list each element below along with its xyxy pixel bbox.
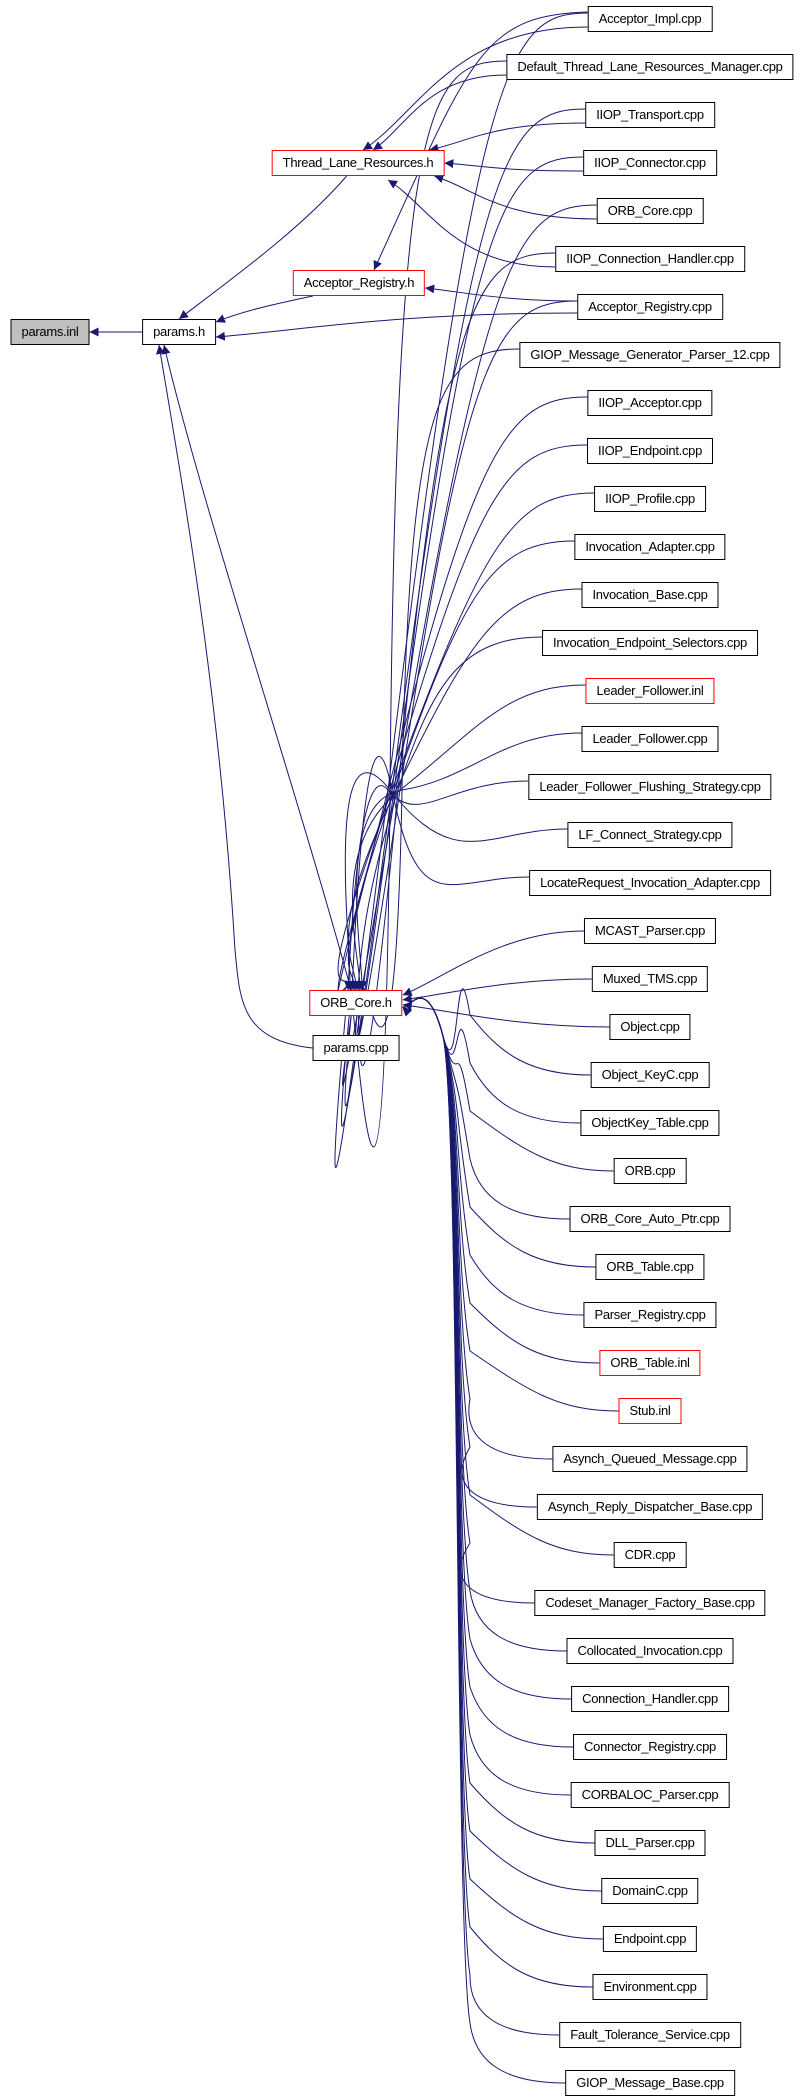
include-edge	[402, 988, 591, 1076]
include-edge	[215, 295, 313, 323]
include-edge	[344, 780, 529, 991]
node-includer-file[interactable]: Invocation_Endpoint_Selectors.cpp	[542, 630, 758, 656]
node-includer-file[interactable]: ORB_Table.cpp	[595, 1254, 705, 1280]
include-edge	[373, 11, 588, 271]
node-includer-file[interactable]: GIOP_Message_Generator_Parser_12.cpp	[519, 342, 781, 368]
node-includer-file[interactable]: DomainC.cpp	[601, 1878, 699, 1904]
node-includer-file[interactable]: ORB_Core.cpp	[596, 198, 704, 224]
include-edge	[402, 1001, 610, 1028]
node-includer-file[interactable]: CDR.cpp	[613, 1542, 687, 1568]
node-thread-lane-resources-h[interactable]: Thread_Lane_Resources.h	[271, 150, 445, 176]
include-edge	[425, 284, 578, 302]
node-includer-file[interactable]: LF_Connect_Strategy.cpp	[567, 822, 733, 848]
node-includer-file[interactable]: Collocated_Invocation.cpp	[566, 1638, 734, 1664]
include-edge	[402, 997, 584, 1316]
include-edge	[434, 174, 597, 220]
node-includer-file[interactable]: GIOP_Message_Base.cpp	[565, 2070, 735, 2096]
node-params-h[interactable]: params.h	[142, 319, 216, 345]
include-edge	[344, 772, 568, 991]
include-edge	[444, 159, 584, 172]
include-edge	[348, 755, 530, 991]
node-params-inl[interactable]: params.inl	[10, 319, 90, 345]
node-includer-file[interactable]: Invocation_Adapter.cpp	[574, 534, 726, 560]
include-edge	[402, 997, 574, 1748]
include-edge	[402, 997, 600, 1364]
node-includer-file[interactable]: Codeset_Manager_Factory_Base.cpp	[534, 1590, 766, 1616]
node-includer-file[interactable]: Fault_Tolerance_Service.cpp	[559, 2022, 741, 2048]
node-params-cpp[interactable]: params.cpp	[312, 1035, 400, 1061]
node-includer-file[interactable]: Object.cpp	[609, 1014, 691, 1040]
node-includer-file[interactable]: Endpoint.cpp	[602, 1926, 698, 1952]
node-includer-file[interactable]: Connector_Registry.cpp	[573, 1734, 727, 1760]
node-includer-file[interactable]: Leader_Follower_Flushing_Strategy.cpp	[528, 774, 772, 800]
node-includer-file[interactable]: CORBALOC_Parser.cpp	[570, 1782, 730, 1808]
include-edge	[156, 344, 313, 1049]
node-includer-file[interactable]: DLL_Parser.cpp	[594, 1830, 706, 1856]
include-edge	[402, 997, 602, 1892]
include-edge	[161, 344, 352, 991]
node-includer-file[interactable]: Object_KeyC.cpp	[590, 1062, 710, 1088]
include-edge	[334, 396, 588, 1010]
node-includer-file[interactable]: IIOP_Endpoint.cpp	[586, 438, 714, 464]
node-includer-file[interactable]: Environment.cpp	[592, 1974, 708, 2000]
node-includer-file[interactable]: LocateRequest_Invocation_Adapter.cpp	[529, 870, 771, 896]
node-includer-file[interactable]: Asynch_Reply_Dispatcher_Base.cpp	[536, 1494, 764, 1520]
node-includer-file[interactable]: Muxed_TMS.cpp	[591, 966, 709, 992]
include-edge	[429, 122, 586, 153]
include-edge	[402, 997, 566, 2084]
node-includer-file[interactable]: Connection_Handler.cpp	[571, 1686, 729, 1712]
node-includer-file[interactable]: MCAST_Parser.cpp	[583, 918, 717, 944]
include-edge	[402, 997, 593, 1988]
include-edge	[402, 930, 584, 996]
include-edge	[354, 636, 543, 991]
include-edge	[387, 179, 556, 268]
node-includer-file[interactable]: IIOP_Transport.cpp	[585, 102, 715, 128]
node-includer-file[interactable]: IIOP_Profile.cpp	[594, 486, 706, 512]
node-includer-file[interactable]: ORB.cpp	[613, 1158, 687, 1184]
node-includer-file[interactable]: Invocation_Base.cpp	[581, 582, 719, 608]
node-includer-file[interactable]: ORB_Table.inl	[599, 1350, 701, 1376]
node-includer-file[interactable]: Acceptor_Impl.cpp	[587, 6, 713, 32]
include-edge	[402, 997, 567, 1652]
node-includer-file[interactable]: Default_Thread_Lane_Resources_Manager.cp…	[506, 54, 794, 80]
include-edge	[178, 175, 348, 320]
node-acceptor-registry-h[interactable]: Acceptor_Registry.h	[292, 270, 426, 296]
include-edge	[402, 997, 570, 1220]
include-edge	[402, 997, 619, 1412]
include-edge	[402, 997, 581, 1124]
include-edge	[372, 74, 507, 151]
include-edge	[402, 978, 592, 1004]
include-edge	[347, 540, 575, 991]
node-includer-file[interactable]: Acceptor_Registry.cpp	[577, 294, 723, 320]
include-edge	[356, 732, 582, 991]
node-includer-file[interactable]: ORB_Core_Auto_Ptr.cpp	[569, 1206, 731, 1232]
node-includer-file[interactable]: IIOP_Connection_Handler.cpp	[555, 246, 745, 272]
node-includer-file[interactable]: Parser_Registry.cpp	[583, 1302, 717, 1328]
node-includer-file[interactable]: ObjectKey_Table.cpp	[580, 1110, 720, 1136]
node-includer-file[interactable]: Leader_Follower.inl	[585, 678, 715, 704]
node-includer-file[interactable]: Asynch_Queued_Message.cpp	[552, 1446, 748, 1472]
include-edge	[354, 252, 556, 1067]
node-includer-file[interactable]: Leader_Follower.cpp	[581, 726, 719, 752]
node-orb-core-h[interactable]: ORB_Core.h	[309, 990, 403, 1016]
node-includer-file[interactable]: IIOP_Acceptor.cpp	[587, 390, 713, 416]
include-edge	[215, 312, 578, 341]
include-edge	[354, 300, 578, 1047]
include-edge	[402, 997, 614, 1172]
include-edge	[362, 26, 588, 151]
include-edge	[402, 997, 553, 1460]
node-includer-file[interactable]: IIOP_Connector.cpp	[583, 150, 717, 176]
include-edge	[402, 997, 595, 1844]
node-includer-file[interactable]: Stub.inl	[618, 1398, 682, 1424]
include-edge	[347, 588, 582, 991]
